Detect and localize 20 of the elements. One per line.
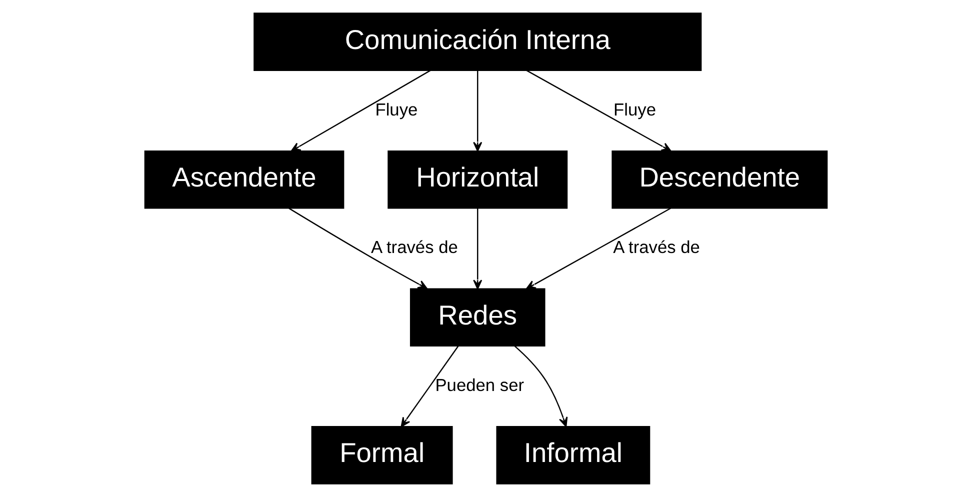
node-box: Ascendente (144, 150, 344, 209)
arrow (526, 70, 671, 152)
edge-label: Fluye (613, 99, 656, 120)
arrow (290, 70, 430, 152)
edge-label: Pueden ser (434, 374, 524, 395)
edge-label: A través de (612, 237, 700, 258)
node-box: Formal (310, 426, 452, 484)
node-box: Comunicación Interna (253, 12, 702, 71)
arrow (400, 346, 458, 428)
node-box: Horizontal (387, 150, 568, 209)
edge-label: A través de (370, 237, 458, 258)
arrow (525, 208, 670, 290)
node-box: Informal (496, 426, 650, 484)
arrow (472, 208, 482, 290)
arrow (288, 208, 428, 290)
node-box: Redes (409, 288, 545, 347)
edge-label: Fluye (374, 99, 418, 120)
arrow (514, 346, 568, 427)
arrow (472, 70, 482, 152)
node-box: Descendente (611, 150, 828, 209)
